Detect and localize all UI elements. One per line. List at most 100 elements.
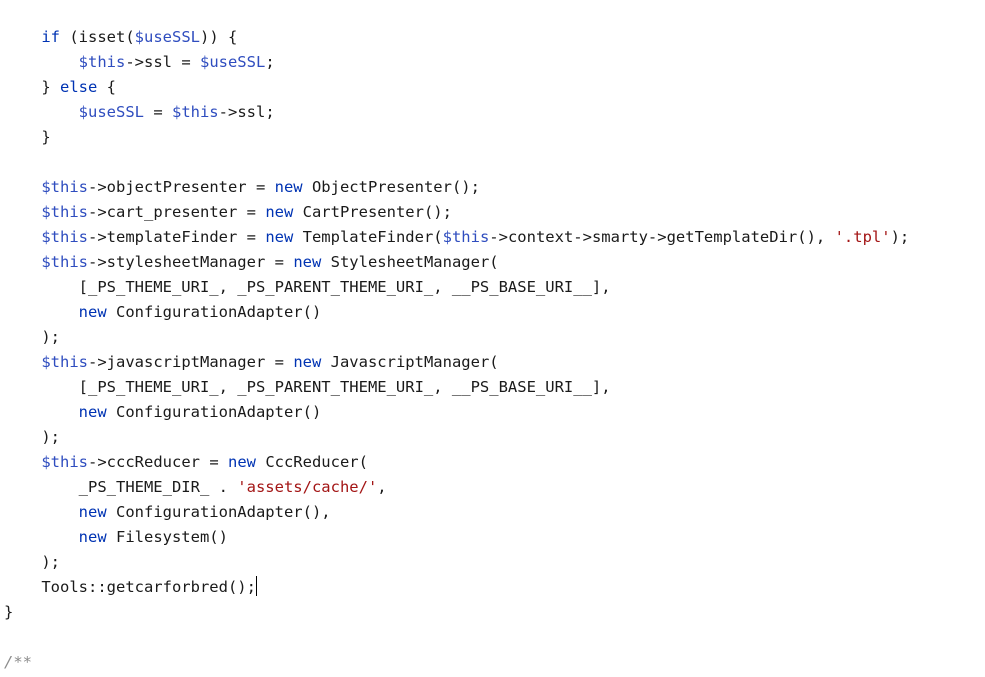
code-token: )) { <box>199 28 238 46</box>
code-line[interactable]: $useSSL = $this->ssl; <box>4 100 909 125</box>
code-token: '.tpl' <box>834 228 891 246</box>
code-token: $useSSL <box>199 53 266 71</box>
code-line[interactable]: ); <box>4 425 909 450</box>
code-token <box>4 53 79 71</box>
code-token <box>4 403 79 421</box>
code-token <box>4 253 41 271</box>
code-token: (isset( <box>60 28 135 46</box>
code-token: { <box>97 78 116 96</box>
code-line[interactable]: [_PS_THEME_URI_, _PS_PARENT_THEME_URI_, … <box>4 375 909 400</box>
code-token: ); <box>4 553 60 571</box>
code-line[interactable]: new ConfigurationAdapter() <box>4 400 909 425</box>
code-token: ObjectPresenter(); <box>302 178 480 196</box>
code-token: $this <box>442 228 490 246</box>
code-line[interactable]: $this->stylesheetManager = new Styleshee… <box>4 250 909 275</box>
code-token: $this <box>171 103 219 121</box>
code-line[interactable]: if (isset($useSSL)) { <box>4 25 909 50</box>
code-token: Tools::getcarforbred(); <box>4 578 256 596</box>
code-line[interactable]: ); <box>4 550 909 575</box>
code-token: StylesheetManager( <box>321 253 499 271</box>
code-token: else <box>60 78 98 96</box>
code-token <box>4 528 79 546</box>
code-line[interactable] <box>4 625 909 650</box>
code-token: $this <box>41 353 88 371</box>
code-token: ->cccReducer = <box>88 453 228 471</box>
code-token: CartPresenter(); <box>293 203 452 221</box>
code-token: ); <box>4 328 60 346</box>
code-line[interactable]: new Filesystem() <box>4 525 909 550</box>
code-token: ->templateFinder = <box>88 228 266 246</box>
code-token: new <box>78 503 107 521</box>
code-line[interactable]: Tools::getcarforbred(); <box>4 575 909 600</box>
code-token <box>4 303 79 321</box>
code-token <box>4 103 79 121</box>
code-line[interactable]: $this->templateFinder = new TemplateFind… <box>4 225 909 250</box>
code-line[interactable]: /** <box>4 650 909 675</box>
code-line[interactable]: [_PS_THEME_URI_, _PS_PARENT_THEME_URI_, … <box>4 275 909 300</box>
code-token: ->ssl = <box>125 53 200 71</box>
code-token: ->objectPresenter = <box>88 178 275 196</box>
code-token: new <box>265 228 294 246</box>
code-token: JavascriptManager( <box>321 353 499 371</box>
code-token: } <box>4 128 51 146</box>
code-token: [_PS_THEME_URI_, _PS_PARENT_THEME_URI_, … <box>4 278 611 296</box>
code-token: $this <box>41 203 88 221</box>
code-line[interactable]: $this->javascriptManager = new Javascrip… <box>4 350 909 375</box>
code-token: = <box>143 103 172 121</box>
code-token: $this <box>41 253 88 271</box>
code-line[interactable]: new ConfigurationAdapter() <box>4 300 909 325</box>
code-token: ConfigurationAdapter() <box>106 403 322 421</box>
code-token: /** <box>4 653 32 671</box>
code-token: _PS_THEME_DIR_ . <box>4 478 238 496</box>
code-line[interactable]: _PS_THEME_DIR_ . 'assets/cache/', <box>4 475 909 500</box>
code-token: TemplateFinder( <box>293 228 443 246</box>
code-line[interactable]: $this->cart_presenter = new CartPresente… <box>4 200 909 225</box>
code-token: ); <box>890 228 910 246</box>
code-token: new <box>265 203 294 221</box>
code-token <box>4 178 41 196</box>
code-token <box>4 453 41 471</box>
code-line[interactable]: $this->cccReducer = new CccReducer( <box>4 450 909 475</box>
code-token: new <box>78 528 107 546</box>
code-token: ; <box>265 53 275 71</box>
code-line[interactable]: new ConfigurationAdapter(), <box>4 500 909 525</box>
code-token: ->stylesheetManager = <box>88 253 294 271</box>
code-line[interactable] <box>4 150 909 175</box>
code-token: CccReducer( <box>255 453 368 471</box>
code-token: new <box>293 353 322 371</box>
code-token: $this <box>41 228 88 246</box>
code-line[interactable]: $this->objectPresenter = new ObjectPrese… <box>4 175 909 200</box>
code-token: new <box>78 403 107 421</box>
code-token <box>4 353 41 371</box>
code-token <box>4 228 41 246</box>
code-token: $this <box>78 53 126 71</box>
code-area[interactable]: if (isset($useSSL)) { $this->ssl = $useS… <box>4 25 909 675</box>
code-token: new <box>227 453 256 471</box>
code-token: $useSSL <box>134 28 200 46</box>
code-token: ->javascriptManager = <box>88 353 294 371</box>
code-token <box>4 203 41 221</box>
code-token: $useSSL <box>78 103 144 121</box>
code-token: ); <box>4 428 60 446</box>
code-token: new <box>78 303 107 321</box>
code-line[interactable]: } else { <box>4 75 909 100</box>
code-token <box>4 503 79 521</box>
text-cursor <box>255 576 257 596</box>
code-token: ->ssl; <box>218 103 275 121</box>
code-token: ->context->smarty->getTemplateDir(), <box>489 228 835 246</box>
code-line[interactable]: } <box>4 600 909 625</box>
code-token: new <box>274 178 303 196</box>
code-token: new <box>293 253 322 271</box>
code-token: $this <box>41 178 88 196</box>
code-line[interactable]: ); <box>4 325 909 350</box>
code-token: [_PS_THEME_URI_, _PS_PARENT_THEME_URI_, … <box>4 378 611 396</box>
code-token <box>4 28 41 46</box>
code-token: ->cart_presenter = <box>88 203 266 221</box>
code-token: ConfigurationAdapter() <box>106 303 322 321</box>
code-token: if <box>41 28 60 46</box>
code-line[interactable]: } <box>4 125 909 150</box>
code-line[interactable]: $this->ssl = $useSSL; <box>4 50 909 75</box>
code-token: } <box>4 78 60 96</box>
code-token: 'assets/cache/' <box>237 478 378 496</box>
